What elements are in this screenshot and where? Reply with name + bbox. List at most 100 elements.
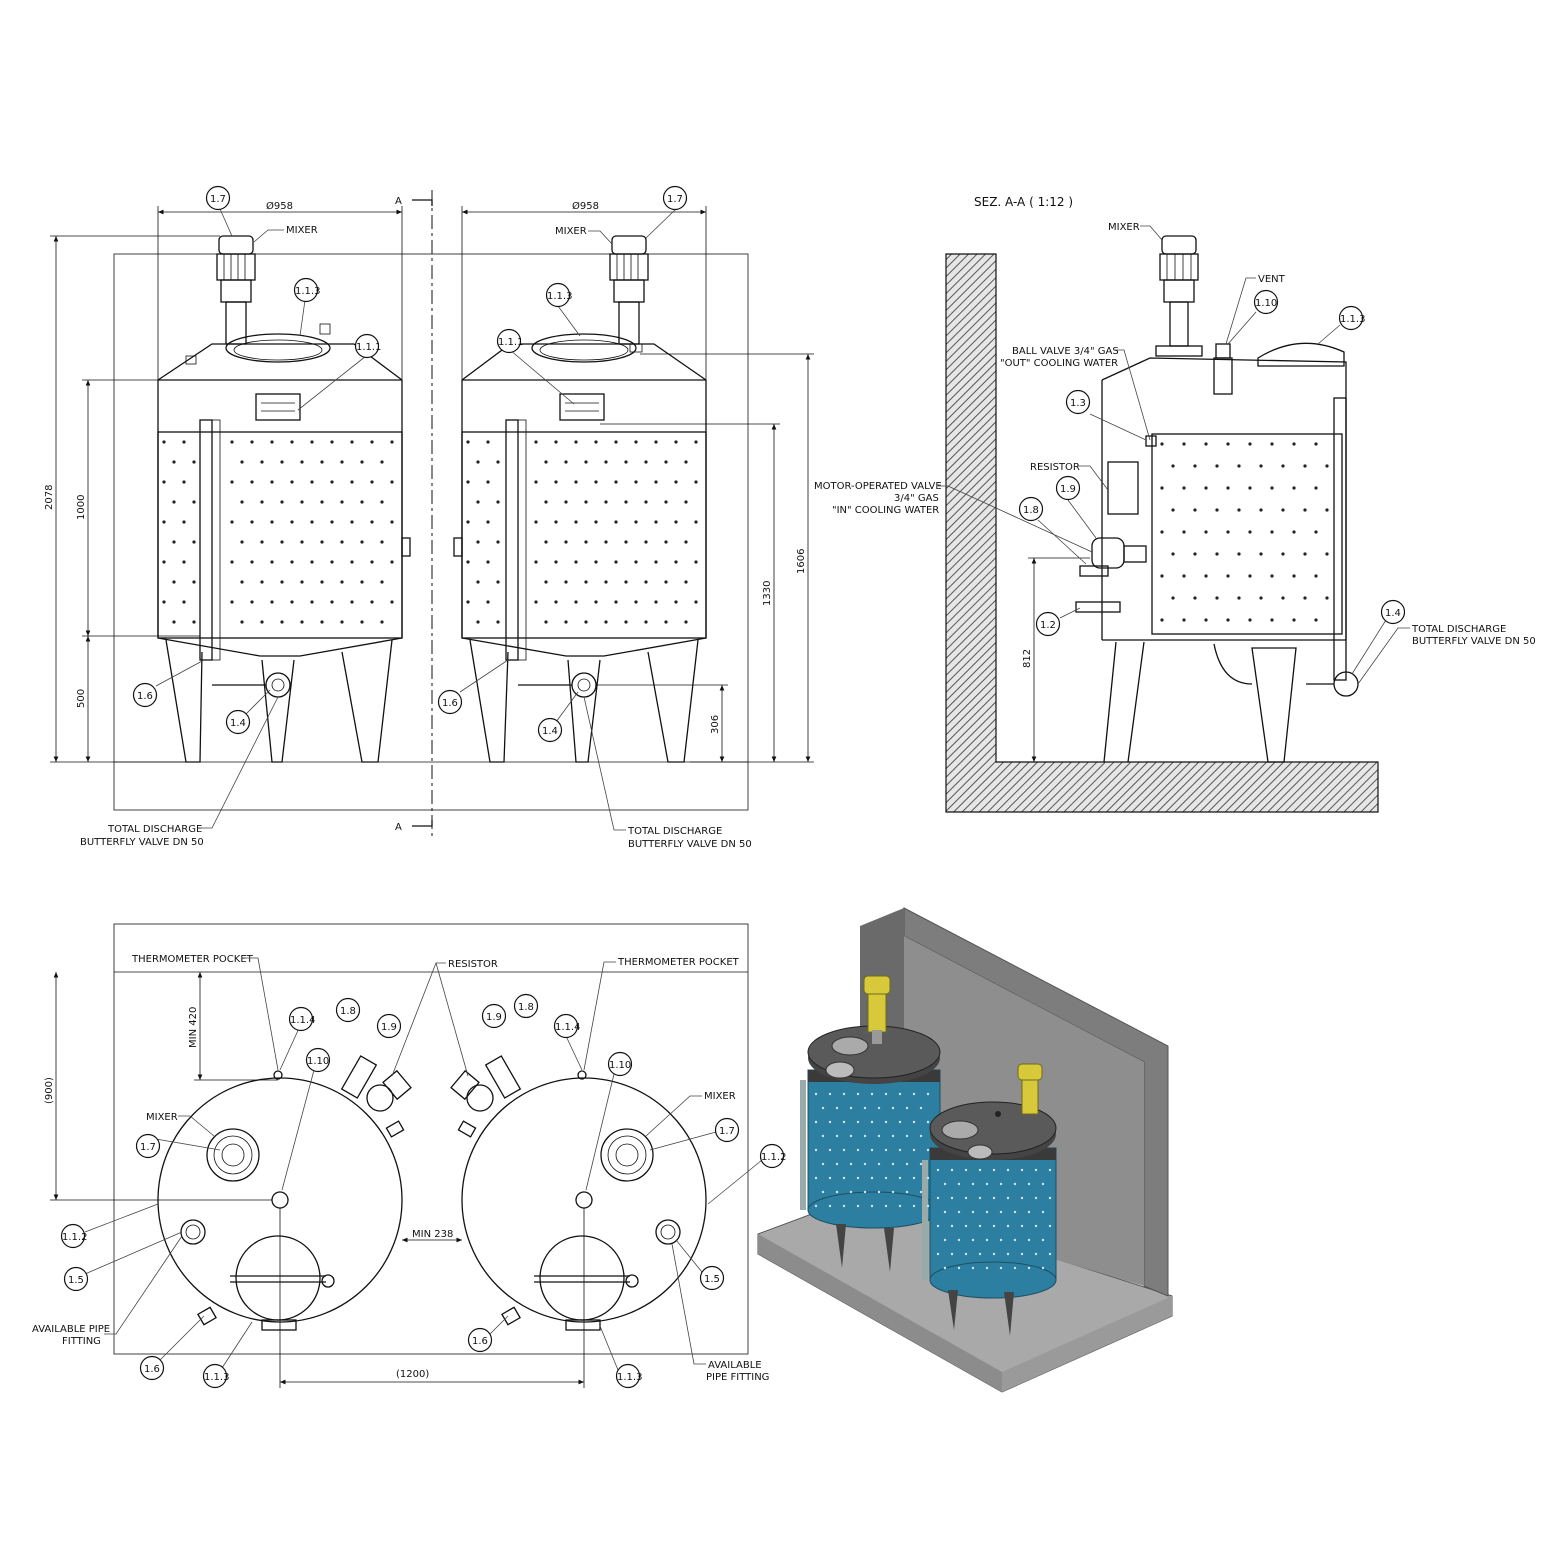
dimple-dot [870, 1204, 874, 1208]
dimple-dot [1248, 574, 1252, 578]
dimple-dot [912, 1176, 916, 1180]
dimple-dot [1248, 442, 1252, 446]
svg-text:1.10: 1.10 [1255, 298, 1277, 309]
dimple-dot [250, 480, 254, 484]
dimple-dot [466, 560, 470, 564]
dimple-dot [584, 540, 588, 544]
dimple-dot [1204, 530, 1208, 534]
dimple-dot [985, 1266, 989, 1270]
dimple-dot [978, 1168, 982, 1172]
bubble-1-1-1-right: 1.1.1 [496, 328, 523, 354]
bubble-1-1-2-left: 1.1.2 [60, 1223, 87, 1249]
dimple-dot [486, 600, 490, 604]
svg-text:1.1.1: 1.1.1 [498, 337, 523, 348]
dimple-dot [1325, 508, 1329, 512]
dimple-dot [842, 1204, 846, 1208]
dimple-dot [594, 560, 598, 564]
dimple-dot [370, 600, 374, 604]
label-ball-valve-1: BALL VALVE 3/4" GAS [1012, 346, 1119, 357]
dimple-dot [534, 600, 538, 604]
dimple-dot [1034, 1252, 1038, 1256]
dimple-dot [554, 520, 558, 524]
svg-text:1.1.4: 1.1.4 [290, 1015, 315, 1026]
bubble-1-6-right: 1.6 [437, 689, 463, 715]
dimple-dot [877, 1134, 881, 1138]
dimple-dot [1325, 464, 1329, 468]
dimple-dot [584, 580, 588, 584]
svg-text:1.10: 1.10 [307, 1056, 329, 1067]
dimple-dot [828, 1176, 832, 1180]
dimple-dot [614, 480, 618, 484]
dimple-dot [240, 460, 244, 464]
dimple-dot [360, 460, 364, 464]
bubble-1-9-left: 1.9 [376, 1013, 402, 1039]
dimple-dot [654, 440, 658, 444]
dimple-dot [936, 1196, 940, 1200]
dimple-dot [162, 600, 166, 604]
dimple-dot [964, 1168, 968, 1172]
dimple-dot [614, 560, 618, 564]
plan-view: (900) MIN 420 MIN 238 (1200) THERMOMETER… [32, 923, 786, 1389]
dimple-dot [992, 1224, 996, 1228]
dimple-dot [835, 1162, 839, 1166]
dimple-dot [1281, 508, 1285, 512]
dimple-dot [1193, 508, 1197, 512]
tank-section [1075, 235, 1359, 763]
dimple-dot [162, 480, 166, 484]
dimple-dot [849, 1190, 853, 1194]
bubble-1-5-left: 1.5 [63, 1266, 89, 1292]
dimple-dot [1160, 486, 1164, 490]
dimple-dot [230, 440, 234, 444]
dimple-dot [992, 1168, 996, 1172]
dimple-dot [1020, 1168, 1024, 1172]
label-mixer-plan-right: MIXER [704, 1091, 736, 1102]
dimple-dot [320, 540, 324, 544]
dimple-dot [310, 440, 314, 444]
dimple-dot [919, 1162, 923, 1166]
dimple-dot [1292, 442, 1296, 446]
bubble-1-10-right: 1.10 [607, 1051, 633, 1077]
dimple-dot [905, 1106, 909, 1110]
dimple-dot [172, 500, 176, 504]
label-thermo-right: THERMOMETER POCKET [617, 957, 740, 968]
dimple-dot [330, 560, 334, 564]
dimple-dot [496, 500, 500, 504]
dimple-dot [654, 600, 658, 604]
dimple-dot [814, 1120, 818, 1124]
dimple-dot [162, 520, 166, 524]
dimple-dot [1292, 618, 1296, 622]
dimple-dot [534, 440, 538, 444]
dimple-dot [1237, 596, 1241, 600]
bubble-1-1-3-plan-left: 1.1.3 [202, 1363, 229, 1389]
dimple-dot [877, 1190, 881, 1194]
bubble-1-8-left: 1.8 [335, 997, 361, 1023]
dimple-dot [919, 1106, 923, 1110]
dimple-dot [694, 440, 698, 444]
dimple-dot [162, 560, 166, 564]
dimple-dot [999, 1238, 1003, 1242]
dim-top-height: 1606 [796, 549, 807, 574]
dimple-dot [1204, 442, 1208, 446]
dimple-dot [674, 600, 678, 604]
dimple-dot [684, 540, 688, 544]
dimple-dot [476, 620, 480, 624]
dimple-dot [182, 480, 186, 484]
dimple-dot [950, 1196, 954, 1200]
dimple-dot [943, 1266, 947, 1270]
dimple-dot [300, 580, 304, 584]
svg-text:1.6: 1.6 [472, 1336, 488, 1347]
label-discharge-left-1: TOTAL DISCHARGE [107, 824, 202, 835]
dimple-dot [604, 620, 608, 624]
dimple-dot [877, 1106, 881, 1110]
dimple-dot [280, 620, 284, 624]
dimple-dot [905, 1162, 909, 1166]
svg-text:1.6: 1.6 [144, 1364, 160, 1375]
dimple-dot [912, 1148, 916, 1152]
dimple-dot [1314, 442, 1318, 446]
dimple-dot [310, 480, 314, 484]
dimple-dot [1226, 530, 1230, 534]
dimple-dot [270, 560, 274, 564]
label-vent: VENT [1258, 274, 1286, 285]
dimple-dot [1027, 1210, 1031, 1214]
